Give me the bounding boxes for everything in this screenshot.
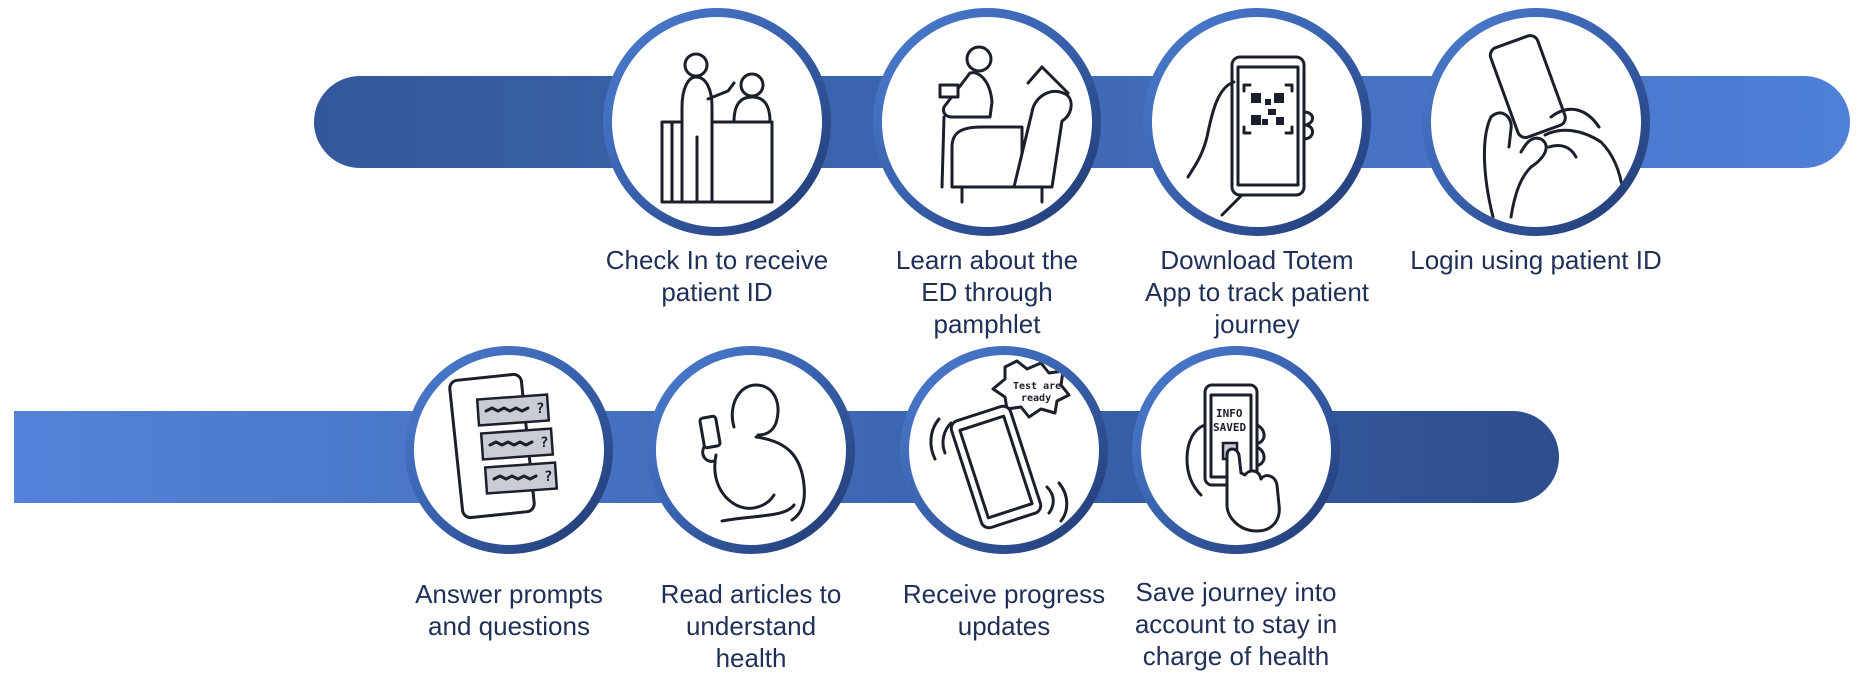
phone-questions-icon: ? ? ?	[414, 355, 604, 545]
step-label: Read articles to understand health	[660, 579, 842, 673]
step-disc	[1422, 8, 1650, 236]
step-disc	[647, 346, 855, 554]
person-reading-in-armchair-icon	[882, 17, 1092, 227]
step-label: Download Totem App to track patient jour…	[1144, 245, 1370, 339]
phone-qr-code-icon	[1152, 17, 1362, 227]
step-disc: Test are ready	[900, 346, 1108, 554]
svg-text:INFO: INFO	[1216, 407, 1243, 420]
phone-info-saved-icon: INFO SAVED	[1141, 355, 1331, 545]
svg-text:?: ?	[544, 469, 552, 485]
step-label: Answer prompts and questions	[415, 579, 603, 641]
step-label: Receive progress updates	[902, 579, 1106, 641]
check-in-desk-icon	[612, 17, 822, 227]
svg-text:SAVED: SAVED	[1213, 421, 1246, 434]
hands-holding-phone-icon	[1431, 17, 1641, 227]
step-disc	[1143, 8, 1371, 236]
step-label: Login using patient ID	[1410, 245, 1662, 275]
vibrating-phone-notification-icon: Test are ready	[909, 355, 1099, 545]
step-label: Save journey into account to stay in cha…	[1134, 577, 1338, 671]
step-disc	[873, 8, 1101, 236]
step-disc	[603, 8, 831, 236]
svg-text:Test are: Test are	[1013, 381, 1061, 392]
svg-text:ready: ready	[1021, 393, 1051, 404]
svg-text:?: ?	[540, 435, 548, 451]
step-label: Learn about the ED through pamphlet	[895, 245, 1079, 339]
step-label: Check In to receive patient ID	[605, 245, 829, 307]
step-disc: INFO SAVED	[1132, 346, 1340, 554]
step-disc: ? ? ?	[405, 346, 613, 554]
svg-text:?: ?	[536, 401, 544, 417]
person-reading-phone-icon	[656, 355, 846, 545]
